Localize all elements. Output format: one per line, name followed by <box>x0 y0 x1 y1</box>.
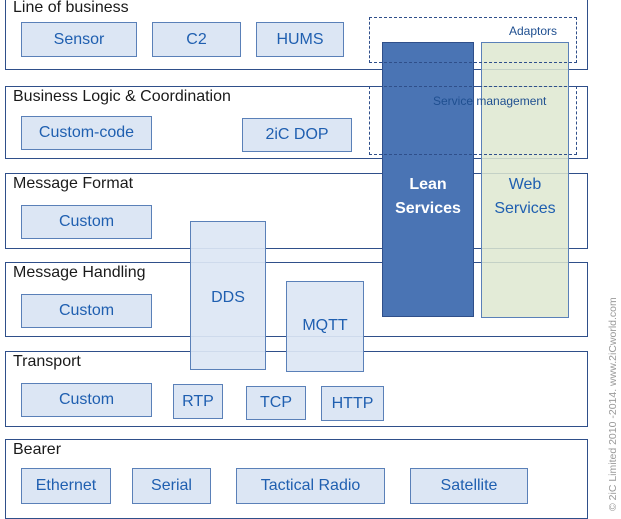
copyright-text: © 2iC Limited 2010 -2014. www.2iCworld.c… <box>607 297 619 511</box>
layer-title: Message Format <box>13 175 134 192</box>
tactical-radio-box: Tactical Radio <box>236 468 385 504</box>
custom-code-box: Custom-code <box>21 116 152 150</box>
custom-transport-box: Custom <box>21 383 152 417</box>
service-management-region <box>369 86 577 155</box>
c2-box: C2 <box>152 22 241 57</box>
2ic-dop-box: 2iC DOP <box>242 118 352 152</box>
layer-title: Business Logic & Coordination <box>13 88 231 105</box>
rtp-box: RTP <box>173 384 223 419</box>
adaptors-region <box>369 17 577 63</box>
service-management-label: Service management <box>433 94 547 108</box>
ethernet-box: Ethernet <box>21 468 111 504</box>
layer-title: Transport <box>13 353 81 370</box>
web-services-line1: Web <box>508 176 542 193</box>
web-services-line2: Services <box>494 200 556 217</box>
lean-services-line1: Lean <box>409 176 447 193</box>
sensor-box: Sensor <box>21 22 137 57</box>
hums-box: HUMS <box>256 22 344 57</box>
serial-box: Serial <box>132 468 211 504</box>
layer-title: Line of business <box>13 0 129 16</box>
satellite-box: Satellite <box>410 468 528 504</box>
layer-title: Bearer <box>13 441 62 458</box>
custom-format-box: Custom <box>21 205 152 239</box>
adaptors-label: Adaptors <box>509 24 558 38</box>
mqtt-label: MQTT <box>302 317 348 334</box>
http-box: HTTP <box>321 386 384 421</box>
layer-title: Message Handling <box>13 264 146 281</box>
dds-label: DDS <box>211 289 245 306</box>
dds-box: DDS <box>190 221 266 370</box>
lean-services-line2: Services <box>395 200 461 217</box>
custom-handling-box: Custom <box>21 294 152 328</box>
lean-services-box: Lean Services <box>382 42 474 317</box>
mqtt-box: MQTT <box>286 281 364 372</box>
tcp-box: TCP <box>246 386 306 420</box>
web-services-box: Web Services <box>481 42 569 318</box>
